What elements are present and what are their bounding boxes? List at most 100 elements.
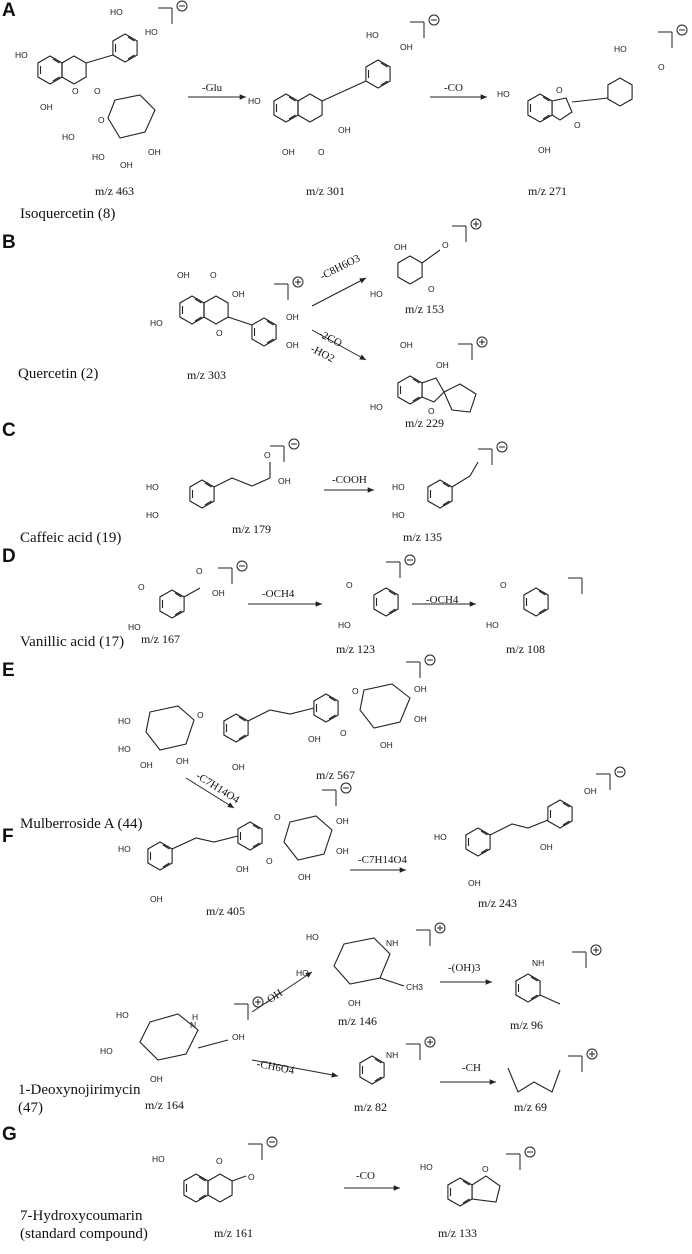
svg-text:HO: HO	[150, 318, 163, 328]
svg-text:OH: OH	[540, 842, 553, 852]
mz-label-f2: m/z 146	[338, 1014, 377, 1028]
svg-text:HO: HO	[370, 402, 383, 412]
svg-text:H: H	[192, 1012, 198, 1022]
svg-text:O: O	[340, 728, 347, 738]
svg-text:OH: OH	[40, 102, 53, 112]
reaction-label-g1: -CO	[356, 1170, 375, 1182]
svg-text:OH: OH	[232, 289, 245, 299]
mz-label-b3: m/z 229	[405, 416, 444, 430]
mz-label-e1: m/z 567	[316, 768, 355, 782]
svg-text:HO: HO	[486, 620, 499, 630]
reaction-label-d1: -OCH4	[262, 588, 295, 600]
svg-text:O: O	[98, 115, 105, 125]
svg-text:HO: HO	[118, 716, 131, 726]
svg-text:HO: HO	[146, 510, 159, 520]
mz133-structure: O HO	[420, 1162, 501, 1207]
svg-text:HO: HO	[146, 482, 159, 492]
svg-text:OH: OH	[400, 340, 413, 350]
svg-text:O: O	[248, 1172, 255, 1182]
svg-text:O: O	[264, 450, 271, 460]
mz-label-b2: m/z 153	[405, 302, 444, 316]
svg-text:OH: OH	[176, 756, 189, 766]
mz-label-d3: m/z 108	[506, 642, 545, 656]
svg-text:O: O	[500, 580, 507, 590]
svg-text:OH: OH	[120, 160, 133, 170]
svg-text:O: O	[428, 406, 435, 416]
svg-text:OH: OH	[286, 312, 299, 322]
mz-label-f5: m/z 69	[514, 1100, 547, 1114]
panel-label-e: E	[2, 660, 15, 681]
arrow-f3	[251, 1059, 339, 1078]
svg-text:OH: OH	[232, 762, 245, 772]
svg-text:OH: OH	[538, 145, 551, 155]
svg-text:OH: OH	[414, 684, 427, 694]
compound-name-d: Vanillic acid (17)	[20, 634, 125, 650]
svg-text:HO: HO	[392, 510, 405, 520]
svg-text:O: O	[318, 147, 325, 157]
mz-label-e3: m/z 243	[478, 896, 517, 910]
hydroxycoumarin-structure: O O HO	[152, 1154, 255, 1203]
svg-text:HO: HO	[116, 1010, 129, 1020]
svg-text:HO: HO	[118, 844, 131, 854]
panel-label-c: C	[2, 420, 16, 441]
svg-text:HO: HO	[100, 1046, 113, 1056]
svg-text:NH: NH	[532, 958, 544, 968]
svg-text:O: O	[216, 328, 223, 338]
svg-text:HO: HO	[152, 1154, 165, 1164]
mz123-structure: OHO	[338, 580, 399, 630]
reaction-label-a1: -Glu	[202, 82, 223, 94]
reaction-label-c1: -COOH	[332, 474, 367, 486]
svg-text:HO: HO	[92, 152, 105, 162]
svg-text:O: O	[574, 120, 581, 130]
svg-text:O: O	[274, 812, 281, 822]
svg-text:N: N	[190, 1020, 196, 1030]
svg-text:HO: HO	[145, 27, 158, 37]
svg-text:HO: HO	[420, 1162, 433, 1172]
compound-name-g-line1: 7-Hydroxycoumarin	[20, 1208, 143, 1224]
mz-label-f1: m/z 164	[145, 1098, 184, 1112]
svg-text:O: O	[266, 856, 273, 866]
mz-label-d1: m/z 167	[141, 632, 180, 646]
svg-text:HO: HO	[338, 620, 351, 630]
panel-label-b: B	[2, 232, 16, 253]
svg-text:OH: OH	[414, 714, 427, 724]
svg-text:OH: OH	[348, 998, 361, 1008]
svg-text:OH: OH	[278, 476, 291, 486]
mz-label-c1: m/z 179	[232, 522, 271, 536]
reaction-label-f4: -CH	[462, 1062, 481, 1074]
arrow-e1	[185, 777, 235, 809]
mz-label-g1: m/z 161	[214, 1226, 253, 1240]
mz96-structure: NH	[515, 958, 561, 1005]
svg-text:OH: OH	[468, 878, 481, 888]
compound-name-c: Caffeic acid (19)	[20, 530, 122, 546]
svg-text:OH: OH	[338, 125, 351, 135]
svg-text:O: O	[216, 1156, 223, 1166]
svg-text:HO: HO	[296, 968, 309, 978]
svg-text:O: O	[196, 566, 203, 576]
mz108-structure: O HO	[486, 580, 549, 630]
svg-text:OH: OH	[177, 270, 190, 280]
svg-text:OH: OH	[150, 894, 163, 904]
arrow-b1	[311, 277, 367, 307]
reaction-label-f2: -(OH)3	[448, 962, 481, 974]
svg-text:OH: OH	[232, 1032, 245, 1042]
svg-text:NH: NH	[386, 1050, 398, 1060]
svg-text:O: O	[428, 284, 435, 294]
mz-label-a3: m/z 271	[528, 184, 567, 198]
svg-text:O: O	[210, 270, 217, 280]
svg-text:NH: NH	[386, 938, 398, 948]
svg-text:OH: OH	[394, 242, 407, 252]
arrow-b2	[311, 329, 367, 361]
reaction-label-d2: -OCH4	[426, 594, 459, 606]
svg-text:O: O	[138, 582, 145, 592]
svg-text:O: O	[72, 86, 79, 96]
svg-text:OH: OH	[140, 760, 153, 770]
